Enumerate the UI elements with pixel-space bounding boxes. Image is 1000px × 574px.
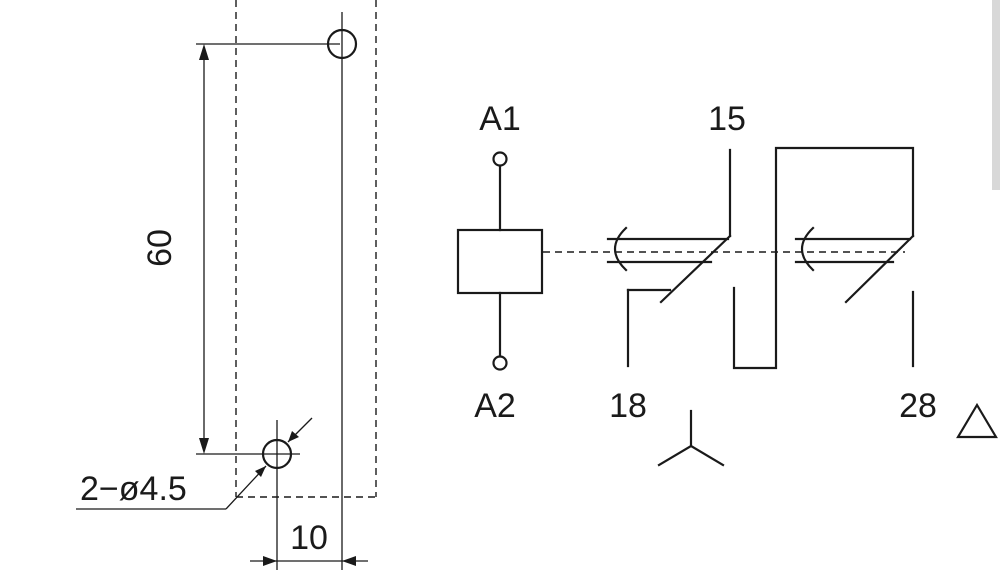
terminal-a2-dot	[492, 355, 508, 371]
coil	[456, 151, 544, 371]
contact-1-blade	[659, 234, 732, 304]
mounting-hole-bottom	[261, 438, 293, 470]
contact-1-delay-arc	[613, 226, 628, 272]
terminal-15-label: 15	[708, 100, 746, 138]
mounting-drawing: 60 2−ø4.5 10	[76, 0, 377, 570]
terminal-a1-dot	[492, 151, 508, 167]
terminal-a2-label: A2	[474, 387, 516, 425]
spacing-dimension	[250, 556, 368, 566]
star-symbol	[657, 409, 725, 467]
contact-2-blade	[844, 234, 915, 304]
contact-2	[794, 226, 915, 368]
terminal-28-label: 28	[899, 387, 937, 425]
bridge-wire	[732, 146, 915, 370]
delta-symbol	[956, 402, 998, 439]
hole-diameter-label: 2−ø4.5	[80, 470, 187, 508]
height-dimension	[199, 44, 209, 454]
coil-box	[456, 228, 544, 295]
mounting-hole-top	[326, 28, 358, 60]
terminal-a1-label: A1	[479, 100, 521, 138]
spacing-dimension-label: 10	[290, 519, 328, 557]
scroll-edge	[992, 0, 1000, 190]
hole-leader	[76, 417, 313, 510]
terminal-18-label: 18	[609, 387, 647, 425]
height-dimension-label: 60	[141, 229, 179, 267]
contact-1	[606, 148, 732, 368]
contact-2-delay-arc	[800, 226, 815, 272]
